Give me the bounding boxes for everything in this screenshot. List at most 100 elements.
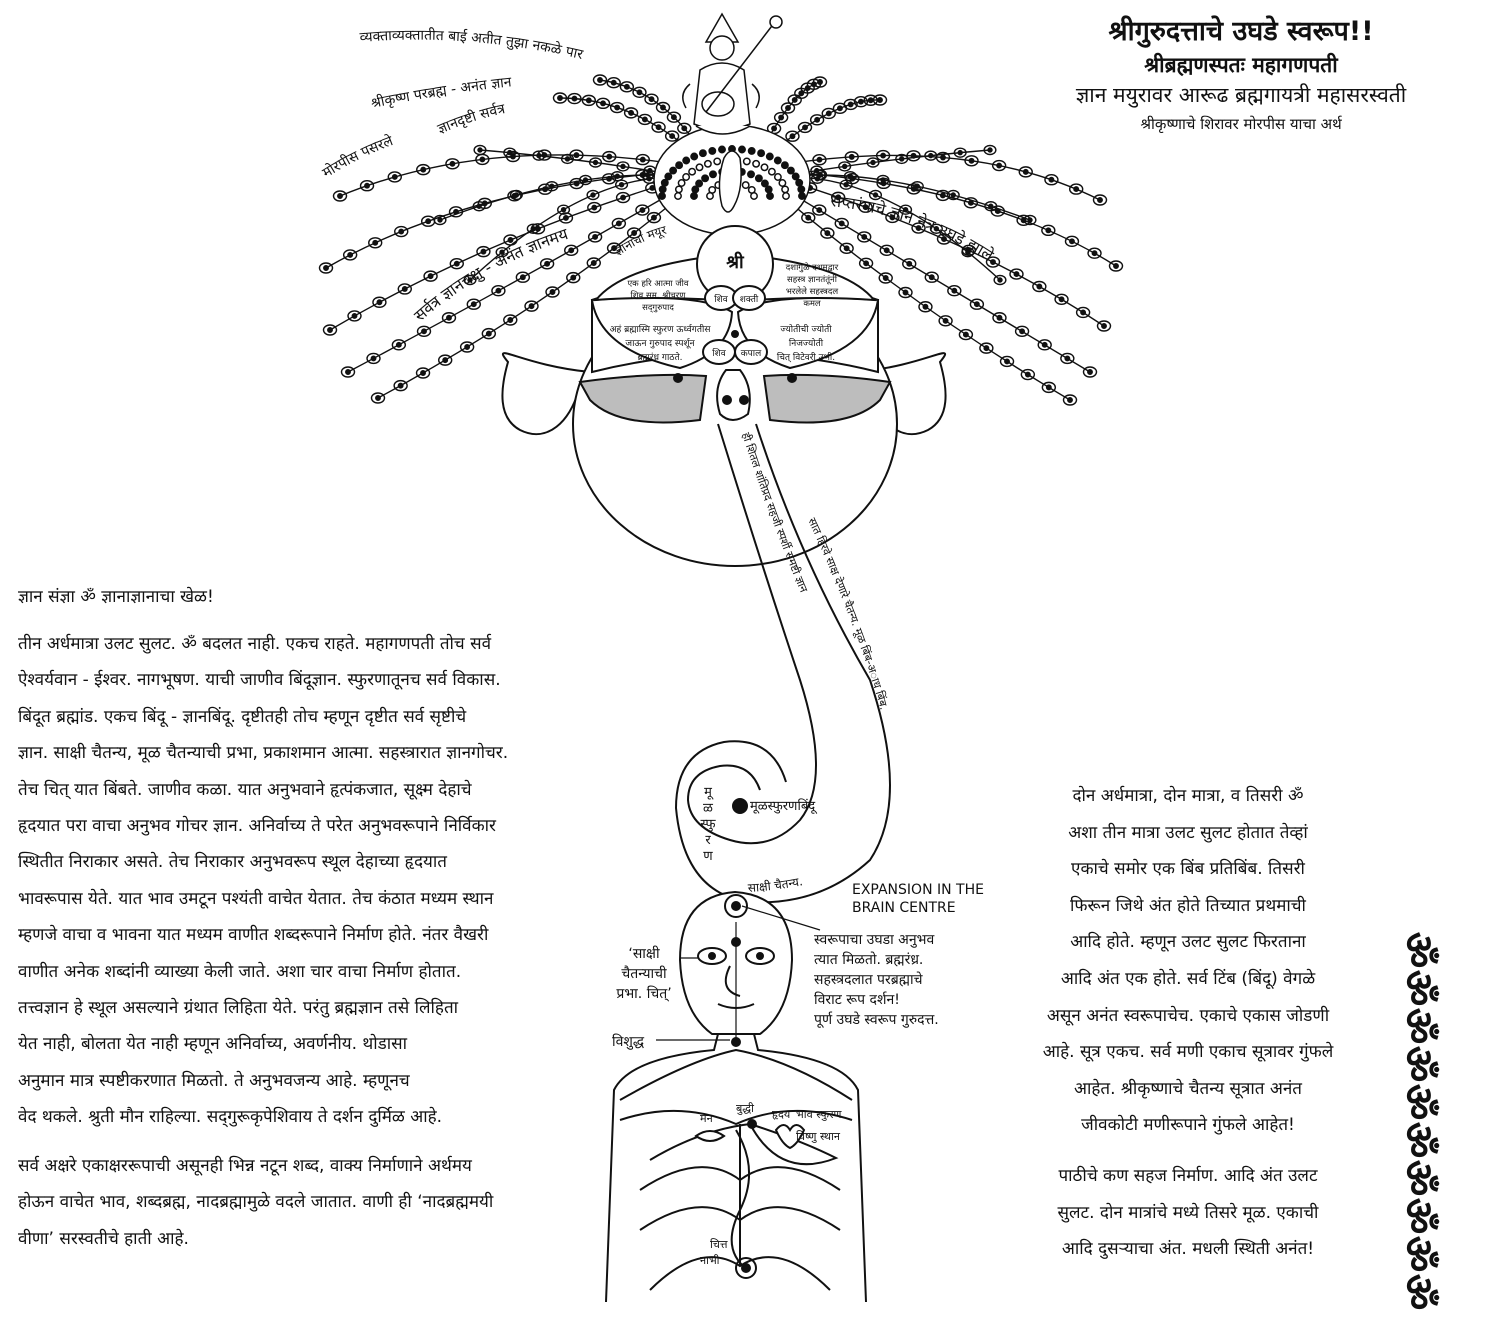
feather-eye-center-icon [643, 117, 648, 122]
feather-eye-center-icon [617, 221, 622, 226]
feather-eye-center-icon [640, 208, 645, 213]
peacock-eye-icon [670, 167, 676, 173]
right-text-line: सुलट. दोन मात्रांचे मध्ये तिसरे मूळ. एका… [998, 1195, 1378, 1232]
swaroop-label-line: विराट रूप दर्शन! [814, 991, 900, 1008]
feather-eye-center-icon [598, 78, 603, 83]
left-text-line: तत्त्वज्ञान हे स्थूल असल्याने ग्रंथात लि… [18, 990, 618, 1026]
feather-eye-center-icon [620, 183, 624, 187]
om-glyph-icon: ॐ [1395, 1236, 1441, 1272]
feather-eye-center-icon [930, 275, 935, 280]
feather-eye-center-icon [929, 154, 933, 158]
feather-eye-center-icon [806, 215, 811, 220]
feather-eye-center-icon [997, 163, 1002, 168]
feather-eye-center-icon [569, 248, 574, 253]
feather-eye-center-icon [574, 153, 579, 158]
feather-eye-center-icon [621, 195, 626, 200]
feather-eye-center-icon [652, 215, 657, 220]
feather-eye-center-icon [398, 383, 403, 388]
title-line-3: ज्ञान मयुरावर आरूढ ब्रह्मगायत्री महासरस्… [1021, 80, 1461, 110]
left-text-line: तीन अर्धमात्रा उलट सुलट. ॐ बदलत नाही. एक… [18, 626, 618, 662]
feather-eye-center-icon [403, 287, 408, 292]
feather-eye-center-icon [529, 304, 534, 309]
right-text-line: अशा तीन मात्रा उलट सुलट होतात तेव्हां [998, 815, 1378, 852]
feather-eye-center-icon [426, 219, 431, 224]
left-text-line: वेद थकले. श्रुती मौन राहिल्या. सद्‌गुरूक… [18, 1099, 618, 1135]
peacock-eye-icon [659, 193, 665, 199]
feather-eye-center-icon [1088, 370, 1093, 375]
feather-eye-center-icon [839, 221, 844, 226]
feather-eye-center-icon [779, 115, 784, 120]
left-paragraph-1: तीन अर्धमात्रा उलट सुलट. ॐ बदलत नाही. एक… [18, 626, 618, 1136]
peacock-eye-icon [709, 148, 715, 154]
peacock-eye-icon [705, 161, 711, 167]
feather-eye-center-icon [878, 98, 883, 103]
feather-eye-center-icon [1028, 218, 1032, 222]
peacock-eye-icon [707, 193, 713, 199]
feather-eye-center-icon [850, 155, 855, 160]
peacock-eye-icon [691, 153, 697, 159]
left-text-line: वीणा’ सरस्वतीचे हाती आहे. [18, 1221, 618, 1257]
feather-eye-center-icon [625, 85, 630, 90]
feather-eye-center-icon [615, 174, 619, 178]
feather-eye-center-icon [989, 204, 993, 208]
peacock-eye-icon [660, 186, 666, 192]
feather-eye-center-icon [564, 216, 569, 221]
svg-text:मोरपीस पसरले: मोरपीस पसरले [319, 132, 396, 181]
left-text-line: बिंदूत ब्रह्मांड. एकच बिंदू - ज्ञानबिंदू… [18, 699, 618, 735]
left-text-line: अनुमान मात्र स्पष्टीकरणात मिळतो. ते अनुभ… [18, 1063, 618, 1099]
mool-sphuran-letter: ळ [703, 801, 714, 816]
feather-eye-center-icon [827, 111, 832, 116]
peacock-eye-icon [775, 174, 781, 180]
om-glyph-icon: ॐ [1395, 1008, 1441, 1044]
peacock-eye-icon [683, 174, 689, 180]
peacock-eye-icon [766, 186, 772, 192]
peacock-eye-icon [676, 162, 682, 168]
svg-text:ज्ञानदृष्टी सर्वत्र: ज्ञानदृष्टी सर्वत्र [435, 101, 506, 138]
head-label-line: शिव सम. श्रीचरण [631, 290, 687, 301]
feather-eye-center-icon [587, 98, 592, 103]
head-label-line: ब्रह्मरंध्र गाठते. [637, 351, 682, 363]
feather-eye-center-icon [969, 201, 974, 206]
feather-eye-center-icon [428, 274, 433, 279]
feather-eye-center-icon [443, 358, 448, 363]
feather-eye-center-icon [969, 159, 974, 164]
expansion-label: EXPANSION IN THEBRAIN CENTRE [852, 882, 984, 916]
feather-eye-center-icon [572, 96, 577, 101]
feather-eye-center-icon [393, 175, 398, 180]
swaroop-label: स्वरूपाचा उघडा अनुभवत्यात मिळतो. ब्रह्मर… [814, 932, 939, 1028]
mool-sphuran-vertical-label: मूळस्फुरण [700, 785, 716, 864]
feather-eye-center-icon [591, 193, 595, 197]
title-line-4: श्रीकृष्णाचे शिरावर मोरपीस याचा अर्थ [1021, 110, 1461, 138]
feather-eye-center-icon [565, 157, 569, 161]
om-glyph-icon: ॐ [1395, 1122, 1441, 1158]
feather-eye-center-icon [593, 235, 598, 240]
feather-eye-center-icon [941, 155, 946, 160]
feather-eye-center-icon [844, 183, 848, 187]
feather-eye-center-icon [958, 151, 962, 155]
feather-eye-center-icon [915, 184, 919, 188]
feather-eye-center-icon [900, 157, 904, 161]
feather-eye-center-icon [348, 253, 353, 258]
peacock-eye-icon [691, 193, 697, 199]
left-text-line: येत नाही, बोलता येत नाही म्हणून अनिर्वाच… [18, 1026, 618, 1062]
feather-eye-center-icon [352, 314, 357, 319]
feather-eye-center-icon [941, 193, 946, 198]
left-text-line: होऊन वाचेत भाव, शब्दब्रह्म, नादब्रह्मामु… [18, 1184, 618, 1220]
saraswati-icon [683, 14, 782, 134]
feather-eye-center-icon [871, 160, 875, 164]
feather-eye-center-icon [607, 154, 612, 159]
left-text-line: हृदयात परा वाचा अनुभव गोचर ज्ञान. अनिर्व… [18, 808, 618, 844]
feather-eye-center-icon [514, 193, 518, 197]
peacock-eye-icon [678, 180, 684, 186]
shiv-label-2: शिव [712, 347, 726, 359]
peacock-eye-icon [689, 169, 695, 175]
peacock-eye-icon [748, 171, 754, 177]
right-text-line: फिरून जिथे अंत होते तिच्यात प्रथमाची [998, 888, 1378, 925]
peacock-eye-icon [758, 150, 764, 156]
head-label-line: निजज्योती [789, 337, 824, 349]
feather-eye-center-icon [815, 177, 819, 181]
man-label: मन [700, 1112, 714, 1125]
feather-eye-center-icon [790, 134, 795, 139]
left-paragraph-2: सर्व अक्षरे एकाक्षररूपाची असूनही भिन्न न… [18, 1148, 618, 1257]
